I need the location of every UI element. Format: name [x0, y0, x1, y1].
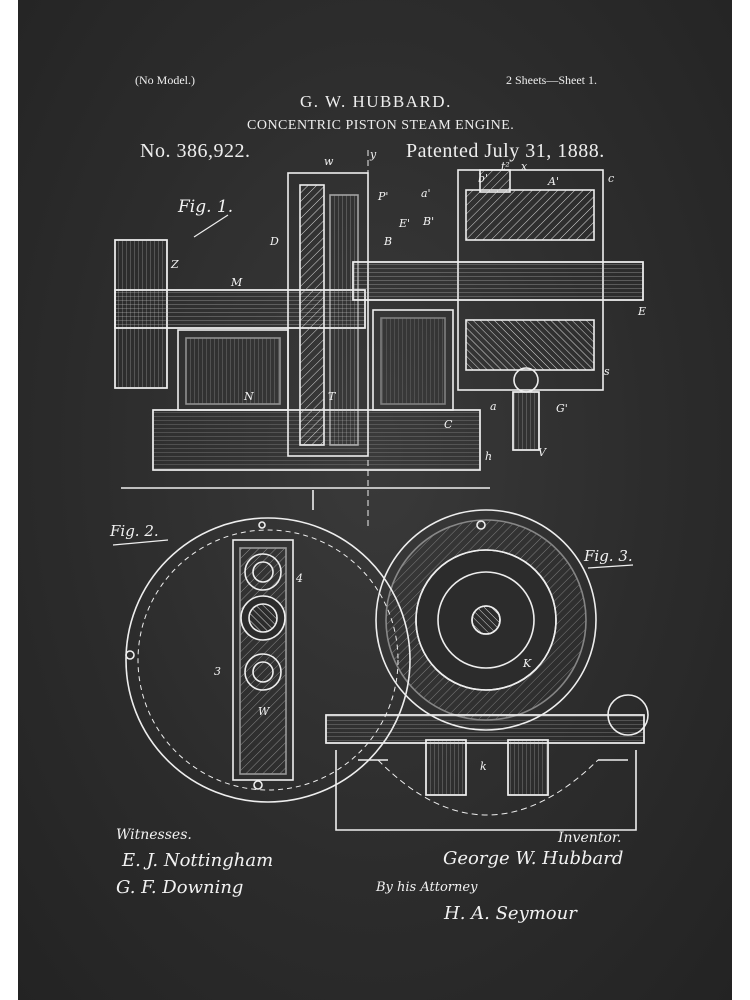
patent-title: CONCENTRIC PISTON STEAM ENGINE. [247, 118, 515, 133]
ref-d: D [270, 235, 279, 248]
patent-date: Patented July 31, 1888. [406, 140, 605, 162]
ref-b-prime: b' [478, 172, 489, 185]
figure-1-label: Fig. 1. [178, 197, 234, 217]
patent-chalkboard: (No Model.) 2 Sheets—Sheet 1. G. W. HUBB… [18, 0, 732, 1000]
ref-b: B [384, 235, 393, 248]
ref-3: 3 [214, 665, 221, 678]
by-attorney-note: By his Attorney [376, 880, 478, 895]
attorney-signature: H. A. Seymour [444, 903, 577, 924]
ref-e-prime: E' [399, 217, 411, 230]
ref-m: M [231, 276, 243, 289]
ref-s: s [604, 365, 610, 378]
ref-y: y [370, 148, 377, 161]
ref-e: E [638, 305, 647, 318]
figure-3-label: Fig. 3. [584, 547, 633, 565]
ref-t: T [328, 390, 336, 403]
inventor-signature: George W. Hubbard [443, 848, 624, 869]
ref-c: c [608, 172, 615, 185]
ref-n: N [244, 390, 254, 403]
witness-1-signature: E. J. Nottingham [122, 850, 274, 871]
ref-p-prime: P' [378, 190, 389, 203]
ref-t2: t² [501, 160, 510, 173]
witness-2-signature: G. F. Downing [116, 877, 244, 898]
ref-w: w [324, 155, 334, 168]
patent-number: No. 386,922. [140, 140, 251, 162]
figure-3-casing-view [325, 509, 649, 831]
ref-v: V [538, 446, 546, 459]
patent-drawing [112, 150, 649, 831]
ref-a-prime: a' [421, 187, 431, 200]
figure-2-end-view [125, 517, 411, 803]
sheet-count: 2 Sheets—Sheet 1. [506, 73, 597, 87]
ref-w-upper: W [258, 705, 270, 718]
ref-h: h [485, 450, 493, 463]
no-model-note: (No Model.) [135, 73, 195, 87]
figure-1-section-view [114, 150, 644, 530]
witnesses-label: Witnesses. [116, 827, 192, 843]
ref-b-prime-2: B' [423, 215, 435, 228]
inventor-label: Inventor. [558, 830, 622, 846]
ref-z: Z [171, 258, 179, 271]
ref-g-prime: G' [556, 402, 568, 415]
ref-a-upper: A' [548, 175, 559, 188]
figure-2-label: Fig. 2. [110, 522, 159, 540]
ref-4: 4 [296, 572, 303, 585]
ref-x: x [521, 160, 528, 173]
ref-c-upper: C [444, 418, 453, 431]
ref-k: k [480, 760, 487, 773]
ref-k-upper: K [523, 657, 532, 670]
inventor-name-heading: G. W. HUBBARD. [300, 92, 452, 111]
ref-a: a [490, 400, 497, 413]
